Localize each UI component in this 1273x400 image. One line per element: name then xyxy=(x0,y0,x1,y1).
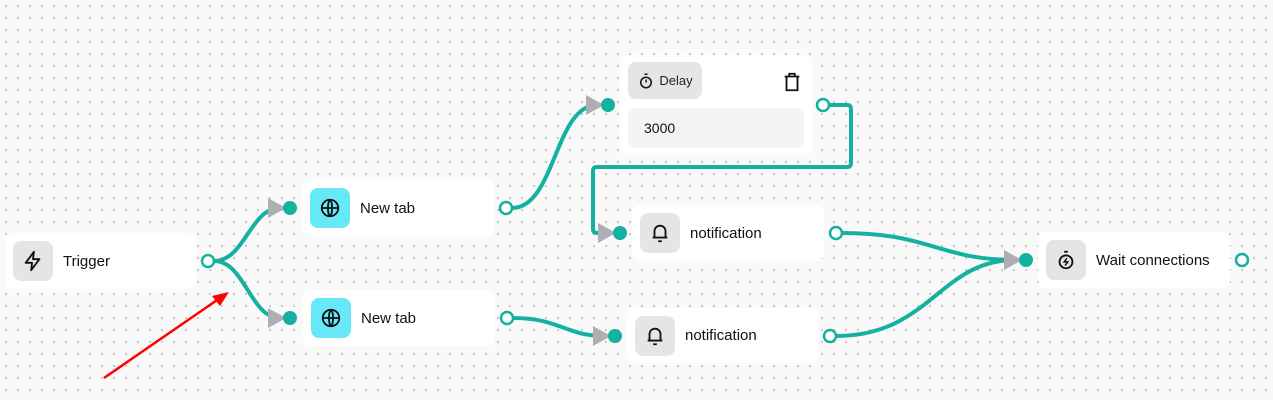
input-handle[interactable] xyxy=(613,226,627,240)
input-arrow-icon xyxy=(268,198,286,218)
edge-notification1-wait[interactable] xyxy=(840,231,1017,262)
node-notification[interactable]: notification xyxy=(632,205,824,261)
edge-newtab2-notification2[interactable] xyxy=(511,316,607,338)
output-handle[interactable] xyxy=(499,310,515,326)
node-notification[interactable]: notification xyxy=(627,308,819,363)
input-handle[interactable] xyxy=(283,311,297,325)
node-label: Delay xyxy=(659,73,693,88)
node-delay[interactable]: Delay xyxy=(620,55,812,155)
node-label: New tab xyxy=(361,309,417,327)
output-handle[interactable] xyxy=(828,225,844,241)
output-handle[interactable] xyxy=(822,328,838,344)
edge-newtab1-delay[interactable] xyxy=(510,103,599,210)
node-label: Wait connections xyxy=(1096,251,1210,269)
node-label: New tab xyxy=(360,199,416,217)
edge-delay-notification1[interactable] xyxy=(591,103,853,235)
node-new-tab[interactable]: New tab xyxy=(302,180,494,236)
input-arrow-icon xyxy=(268,308,286,328)
output-handle[interactable] xyxy=(498,200,514,216)
input-handle[interactable] xyxy=(283,201,297,215)
globe-icon xyxy=(311,298,351,338)
edge-notification2-wait[interactable] xyxy=(834,258,1017,338)
stopwatch-bolt-icon xyxy=(1046,240,1086,280)
node-trigger[interactable]: Trigger xyxy=(5,233,196,289)
output-handle[interactable] xyxy=(1234,252,1250,268)
stopwatch-icon xyxy=(640,73,653,88)
delay-badge: Delay xyxy=(628,62,702,99)
input-arrow-icon xyxy=(586,95,604,115)
node-label: notification xyxy=(685,327,757,344)
output-handle[interactable] xyxy=(815,97,831,113)
input-handle[interactable] xyxy=(601,98,615,112)
input-arrow-icon xyxy=(593,326,611,346)
bell-icon xyxy=(635,315,675,356)
output-handle[interactable] xyxy=(200,253,216,269)
annotation-red-arrow xyxy=(103,292,229,380)
node-wait-connections[interactable]: Wait connections xyxy=(1038,232,1230,288)
node-label: Trigger xyxy=(63,252,110,270)
delay-ms-input[interactable] xyxy=(628,108,804,148)
lightning-icon xyxy=(13,241,53,281)
input-arrow-icon xyxy=(598,223,616,243)
bell-icon xyxy=(640,213,680,253)
node-label: notification xyxy=(690,224,762,242)
trash-icon[interactable] xyxy=(781,71,803,93)
globe-icon xyxy=(310,188,350,228)
node-new-tab[interactable]: New tab xyxy=(303,290,495,346)
input-arrow-icon xyxy=(1004,250,1022,270)
input-handle[interactable] xyxy=(1019,253,1033,267)
input-handle[interactable] xyxy=(608,329,622,343)
